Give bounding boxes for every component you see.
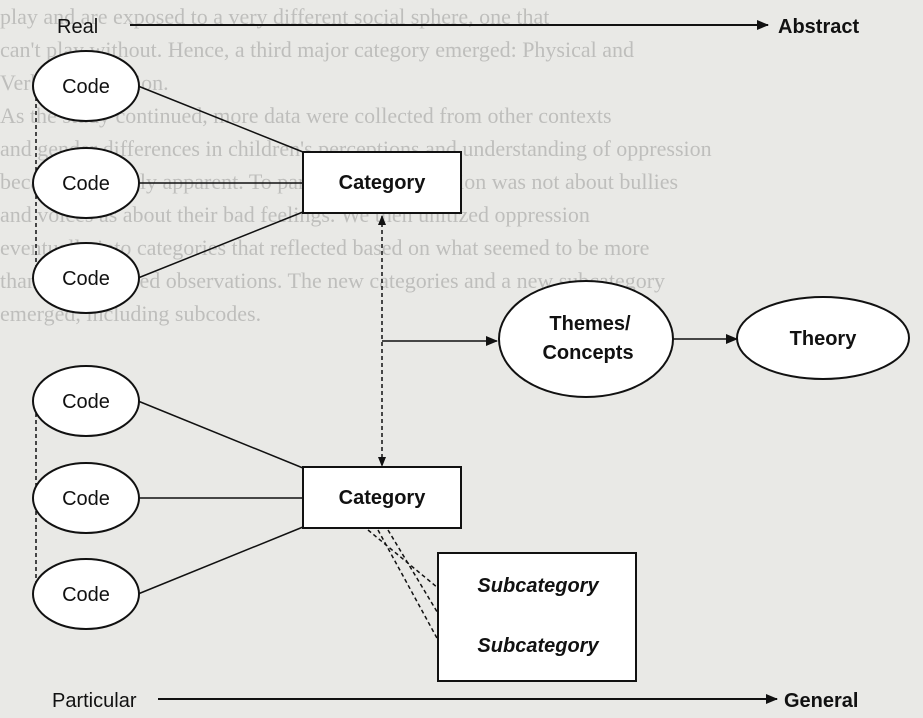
- code-label: Code: [62, 584, 110, 606]
- code-node: [32, 242, 140, 314]
- code-label: Code: [62, 391, 110, 413]
- code-node: [32, 147, 140, 219]
- subcategory-label: Subcategory: [477, 635, 599, 657]
- code-node: [32, 365, 140, 437]
- subcategory-dashed-link: [387, 529, 443, 621]
- code-label: Code: [62, 488, 110, 510]
- themes-label-line1: Themes/: [549, 313, 631, 335]
- connector: [137, 85, 304, 153]
- category-label: Category: [339, 172, 427, 194]
- category-label: Category: [339, 487, 427, 509]
- code-label: Code: [62, 268, 110, 290]
- axis-label-general: General: [784, 690, 858, 712]
- connector: [137, 526, 304, 595]
- category-box: [302, 466, 462, 529]
- connector: [137, 400, 304, 469]
- themes-label-line2: Concepts: [542, 342, 633, 364]
- code-label: Code: [62, 76, 110, 98]
- code-node: [32, 558, 140, 630]
- code-node: [32, 50, 140, 122]
- category-box: [302, 151, 462, 214]
- connector: [137, 211, 304, 279]
- code-node: [32, 462, 140, 534]
- subcategory-label: Subcategory: [477, 575, 599, 597]
- subcategory-dashed-link: [367, 529, 439, 589]
- axis-label-real: Real: [57, 16, 98, 38]
- theory-node: [736, 296, 910, 380]
- axis-label-abstract: Abstract: [778, 16, 859, 38]
- code-label: Code: [62, 173, 110, 195]
- subcategory-box: [437, 552, 637, 682]
- subcategory-dashed-link: [377, 529, 439, 641]
- themes-concepts-node: [498, 280, 674, 398]
- axis-label-particular: Particular: [52, 690, 137, 712]
- bg-line: emerged, including subcodes.: [0, 301, 262, 326]
- theory-label: Theory: [790, 328, 858, 350]
